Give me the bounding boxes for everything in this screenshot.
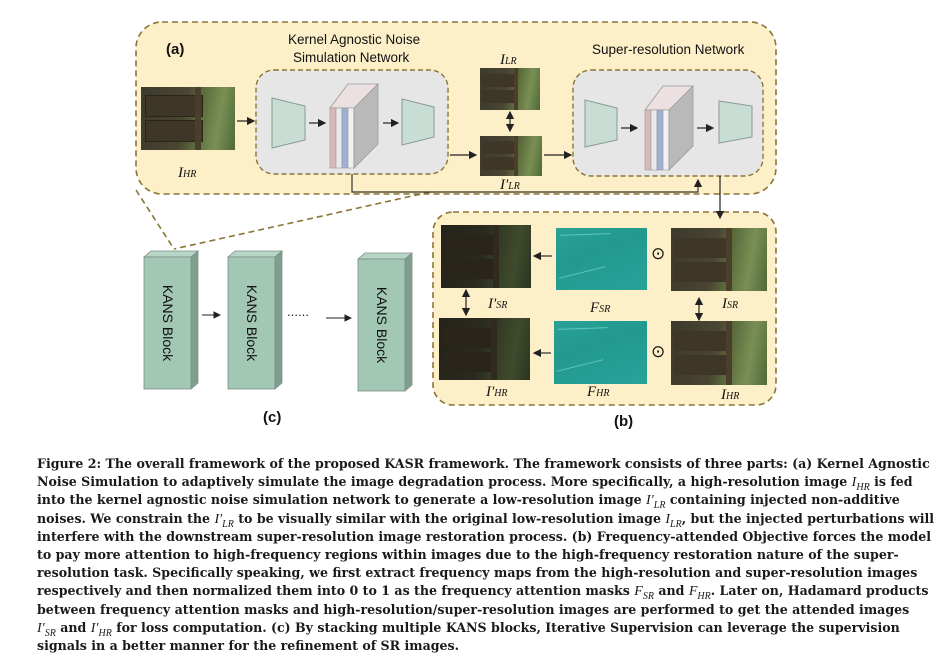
label-i-hr-input: IHR: [178, 165, 197, 181]
caption-line: Noise Simulation to adaptively simulate …: [37, 474, 913, 493]
hadamard-product-icon-top: ⊙: [651, 244, 666, 264]
caption-math-symbol: I′HR: [90, 620, 112, 639]
image-i-sr: [671, 228, 767, 291]
label-i-lr: ILR: [500, 52, 517, 68]
caption-line: interfere with the downstream super-reso…: [37, 528, 932, 544]
caption-math-symbol: I′LR: [214, 511, 234, 530]
kans-block-2: [226, 250, 284, 390]
kans-block-3: [356, 252, 414, 392]
label-i-sr: ISR: [722, 296, 739, 312]
panel-b-label: (b): [614, 413, 634, 430]
sr-network-title: Super-resolution Network: [592, 42, 745, 57]
label-i-sr-prime: I'SR: [488, 296, 508, 312]
label-i-hr-prime: I'HR: [486, 384, 508, 400]
ellipsis-more-blocks: ……: [287, 306, 309, 319]
framework-figure: (a) (b) (c) Kernel Agnostic Noise Simula…: [135, 21, 777, 430]
caption-line: to pay more attention to high-frequency …: [37, 546, 899, 562]
panel-a-label: (a): [166, 41, 185, 58]
caption-line: between frequency attention masks and hi…: [37, 601, 910, 617]
image-i-lr-prime: [480, 136, 542, 176]
kans-feature-stack: [329, 83, 379, 169]
kans-network-title-line1: Kernel Agnostic Noise: [288, 32, 421, 47]
caption-math-symbol: I′SR: [37, 620, 56, 639]
caption-math-symbol: FHR: [688, 584, 711, 603]
image-i-hr-input: [141, 87, 235, 150]
frequency-map-f-sr: [556, 228, 647, 290]
kans-block-2-label: KANS Block: [244, 284, 260, 362]
label-f-sr: FSR: [590, 300, 611, 316]
kans-block-1-label: KANS Block: [160, 284, 176, 362]
label-f-hr: FHR: [587, 384, 610, 400]
zoom-line-left: [135, 189, 175, 250]
sr-encoder-trapezoid: [584, 99, 618, 148]
kans-block-3-label: KANS Block: [374, 286, 390, 364]
zoom-line-right: [173, 191, 431, 250]
frequency-map-f-hr: [554, 321, 647, 384]
panel-c-label: (c): [263, 409, 282, 426]
sr-decoder-trapezoid: [718, 100, 753, 144]
caption-line: signals in a better manner for the refin…: [37, 637, 460, 653]
label-i-lr-prime: I'LR: [500, 177, 520, 193]
caption-math-symbol: ILR: [665, 511, 682, 530]
kans-block-1: [142, 250, 200, 390]
figure-caption: Figure 2: The overall framework of the p…: [37, 455, 935, 655]
image-i-hr-prime: [439, 318, 530, 380]
hadamard-product-icon-bottom: ⊙: [651, 342, 666, 362]
label-i-hr-target: IHR: [721, 387, 740, 403]
kans-network-title-line2: Simulation Network: [293, 50, 410, 65]
kans-decoder-trapezoid: [401, 98, 435, 146]
image-i-sr-prime: [441, 225, 531, 288]
kans-encoder-trapezoid: [271, 97, 306, 149]
caption-line: respectively and then normalized them in…: [37, 583, 929, 603]
sr-feature-stack: [644, 85, 694, 171]
caption-math-symbol: I′LR: [646, 493, 666, 512]
image-i-lr: [480, 68, 540, 110]
caption-line: into the kernel agnostic noise simulatio…: [37, 492, 900, 512]
caption-math-symbol: FSR: [634, 584, 654, 603]
caption-line: noises. We constrain the I′LR to be visu…: [37, 510, 935, 530]
caption-line: resolution task. Specifically speaking, …: [37, 565, 918, 581]
caption-line: Figure 2: The overall framework of the p…: [37, 456, 930, 471]
caption-line: I′SR and I′HR for loss computation. (c) …: [37, 619, 900, 639]
image-i-hr-target: [671, 321, 767, 385]
skip-connection-line: [351, 174, 703, 193]
caption-math-symbol: IHR: [851, 475, 870, 493]
